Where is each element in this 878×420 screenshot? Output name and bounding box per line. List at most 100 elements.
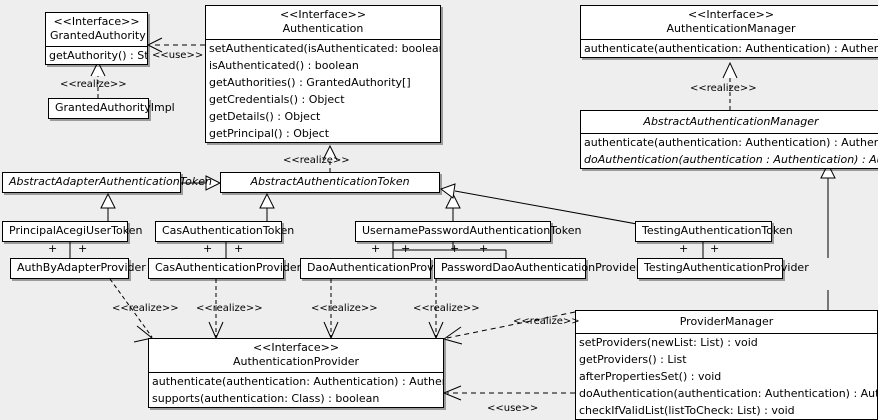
class-name: GrantedAuthority [50,29,146,42]
assoc-plus: + [401,242,411,255]
class-password-dao-authentication-provider[interactable]: PasswordDaoAuthenticationProvider [434,258,641,279]
class-header: AuthByAdapterProvider [11,259,146,278]
edge-providermanager-realizes-authenticationprovider [442,311,576,345]
class-auth-by-adapter-provider[interactable]: AuthByAdapterProvider [10,258,146,279]
edge-usernamepasswordtoken-assoc-daoprovider [392,241,454,258]
edge-label-realize-cas: <<realize>> [196,303,263,314]
edge-label-realize-password-dao: <<realize>> [413,303,480,314]
class-testing-authentication-provider[interactable]: TestingAuthenticationProvider [637,258,809,279]
class-header: <<Interface>> GrantedAuthority [46,13,147,46]
class-name: TestingAuthenticationToken [642,224,793,237]
class-name: PasswordDaoAuthenticationProvider [441,261,641,274]
class-header: UsernamePasswordAuthenticationToken [356,222,582,241]
member-row: getCredentials() : Object [209,93,345,106]
class-members: setProviders(newList: List) : void getPr… [576,333,877,419]
edge-label-realize-abstract-authentication-token: <<realize>> [283,155,350,166]
edge-abstractadapter-extends-abstractauthenticationtoken [181,175,222,191]
member-row: getAuthorities() : GrantedAuthority[] [209,76,411,89]
class-members: authenticate(authentication: Authenticat… [149,372,443,407]
assoc-plus: + [371,242,381,255]
class-header: <<Interface>> AuthenticationProvider [149,339,443,372]
class-header: AbstractAdapterAuthenticationToken [3,173,212,192]
class-cas-authentication-provider[interactable]: CasAuthenticationProvider [148,258,302,279]
class-header: ProviderManager [576,311,877,333]
class-authentication-provider[interactable]: <<Interface>> AuthenticationProvider aut… [148,338,444,408]
class-name: AuthenticationManager [666,22,796,35]
class-members: getAuthority() : String [46,46,147,64]
class-name: UsernamePasswordAuthenticationToken [362,224,582,237]
class-header: CasAuthenticationToken [156,222,295,241]
class-header: PrincipalAcegiUserToken [3,222,143,241]
stereotype-label: <<Interface>> [252,341,340,354]
class-authentication[interactable]: <<Interface>> Authentication setAuthenti… [205,5,441,143]
class-members: setAuthenticated(isAuthenticated: boolea… [206,39,440,142]
edge-principalacegiusertoken-extends-abstractadapter [100,192,116,221]
edge-label-realize-abstract-authentication-manager: <<realize>> [690,83,757,94]
member-row: supports(authentication: Class) : boolea… [152,392,380,405]
edge-casauthenticationtoken-extends-abstractauthenticationtoken [259,192,275,221]
class-name: AuthenticationProvider [232,355,360,368]
class-abstract-authentication-manager[interactable]: AbstractAuthenticationManager authentica… [580,110,878,169]
class-name: CasAuthenticationToken [162,224,295,237]
class-name: AbstractAuthenticationToken [250,175,410,188]
class-header: AbstractAuthenticationManager [581,111,878,133]
member-row: setProviders(newList: List) : void [579,336,758,349]
class-name: AuthByAdapterProvider [17,261,146,274]
member-row: authenticate(authentication: Authenticat… [584,136,878,149]
class-header: <<Interface>> AuthenticationManager [581,6,878,39]
class-name: TestingAuthenticationProvider [644,261,809,274]
member-row: getPrincipal() : Object [209,127,330,140]
class-testing-authentication-token[interactable]: TestingAuthenticationToken [635,221,793,242]
edge-providermanager-uses-authenticationprovider [442,385,575,401]
class-header: PasswordDaoAuthenticationProvider [435,259,641,278]
class-dao-authentication-provider[interactable]: DaoAuthenticationProvider [300,258,455,279]
class-authentication-manager[interactable]: <<Interface>> AuthenticationManager auth… [580,5,878,58]
class-granted-authority[interactable]: <<Interface>> GrantedAuthority getAuthor… [45,12,148,65]
edge-label-realize-auth-by-adapter: <<realize>> [112,303,179,314]
edge-label-use-granted-authority: <<use>> [152,50,204,61]
class-header: TestingAuthenticationProvider [638,259,809,278]
class-granted-authority-impl[interactable]: GrantedAuthorityImpl [48,98,175,119]
class-header: DaoAuthenticationProvider [301,259,455,278]
class-name: AbstractAuthenticationManager [643,115,819,128]
assoc-plus: + [78,242,88,255]
class-abstract-adapter-authentication-token[interactable]: AbstractAdapterAuthenticationToken [2,172,212,193]
assoc-plus: + [48,242,58,255]
assoc-plus: + [679,242,689,255]
edge-label-realize-provider-manager: <<realize>> [513,316,580,327]
member-row: isAuthenticated() : boolean [209,59,359,72]
edge-testingprovider-extends-abstractauthenticationmanager [820,162,836,258]
edge-usernamepasswordtoken-assoc-passworddaoprovider [453,249,507,258]
stereotype-label: <<Interface>> [687,8,775,21]
class-cas-authentication-token[interactable]: CasAuthenticationToken [155,221,295,242]
assoc-plus: + [710,242,720,255]
class-header: GrantedAuthorityImpl [49,99,175,118]
class-principal-acegi-user-token[interactable]: PrincipalAcegiUserToken [2,221,143,242]
class-name: PrincipalAcegiUserToken [9,224,143,237]
class-name: AbstractAdapterAuthenticationToken [9,175,212,188]
member-row: getAuthority() : String [49,49,147,62]
class-provider-manager[interactable]: ProviderManager setProviders(newList: Li… [575,310,878,420]
class-name: GrantedAuthorityImpl [55,101,175,114]
member-row: authenticate(authentication: Authenticat… [152,375,443,388]
edge-label-realize-granted-authority-impl: <<realize>> [60,79,127,90]
class-header: TestingAuthenticationToken [636,222,793,241]
assoc-plus: + [203,242,213,255]
class-members: authenticate(authentication: Authenticat… [581,39,878,57]
class-header: <<Interface>> Authentication [206,6,440,39]
class-name: DaoAuthenticationProvider [307,261,455,274]
member-row: authenticate(authentication: Authenticat… [584,42,878,55]
member-row: checkIfValidList(listToCheck: List) : vo… [579,404,795,417]
class-name: CasAuthenticationProvider [155,261,302,274]
assoc-plus: + [234,242,244,255]
edge-label-realize-dao: <<realize>> [311,303,378,314]
member-row: getProviders() : List [579,353,687,366]
assoc-plus: + [479,242,489,255]
class-abstract-authentication-token[interactable]: AbstractAuthenticationToken [220,172,440,193]
member-row: getDetails() : Object [209,110,321,123]
edge-abstractauthenticationtoken-realizes-authentication [322,144,338,172]
edge-usernamepasswordtoken-extends-abstractauthenticationtoken [445,192,461,221]
class-username-password-authentication-token[interactable]: UsernamePasswordAuthenticationToken [355,221,582,242]
